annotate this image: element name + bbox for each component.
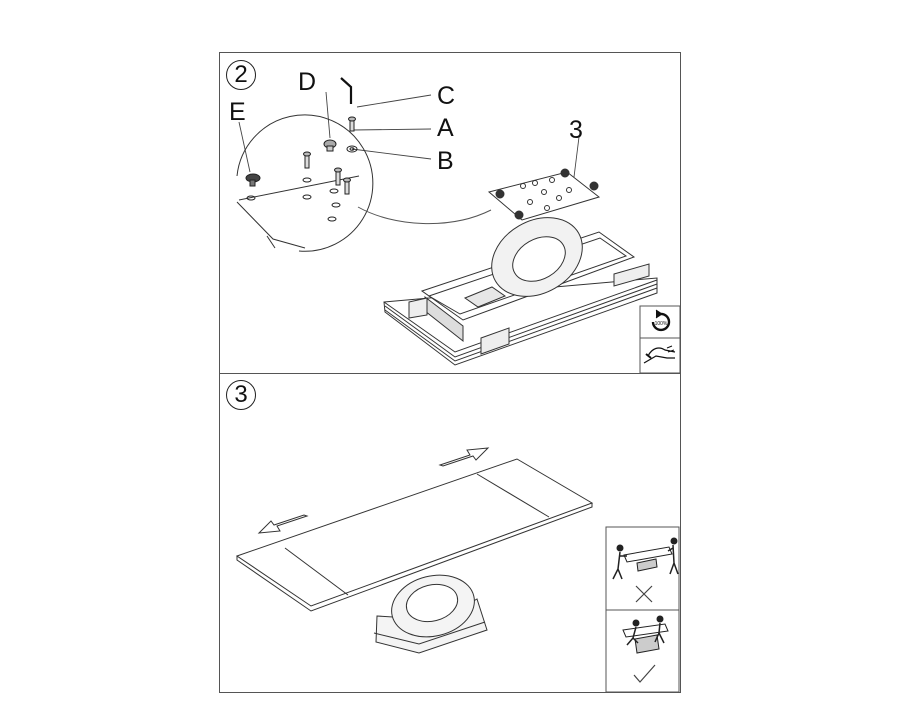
allen-key-icon: [340, 77, 353, 104]
callout-label-e: E: [229, 98, 246, 126]
check-mark-icon: [633, 664, 656, 683]
arrow-left-icon: [257, 514, 309, 534]
rotate-100-percent-icon: 100%: [651, 309, 671, 332]
lift-by-base-icon: [622, 615, 669, 654]
step-3-number: 3: [226, 380, 256, 410]
washer-icon: [346, 145, 358, 153]
cross-mark-icon: [635, 585, 653, 603]
hardware-detail: [245, 116, 358, 222]
step-3-panel: [219, 373, 681, 693]
callout-label-c: C: [437, 82, 456, 110]
zoom-detail-circle: [236, 114, 492, 252]
tool-hint-box: 100%: [639, 305, 681, 374]
lift-hint-box: [605, 526, 680, 693]
step-2-number: 2: [226, 60, 256, 90]
step-3-drawing: [235, 447, 680, 693]
extended-table: [235, 458, 594, 654]
hand-tighten-icon: [643, 345, 676, 364]
leader-lines: [238, 91, 580, 178]
lift-by-tabletop-icon: [612, 537, 679, 580]
callout-label-d: D: [298, 68, 317, 96]
callout-label-part-3: 3: [569, 116, 583, 144]
ring-base: [487, 168, 601, 297]
callout-label-a: A: [437, 114, 454, 142]
callout-label-b: B: [437, 147, 454, 175]
badge-text: 100%: [655, 321, 668, 327]
step-2-drawing: 100%: [236, 77, 681, 374]
arrow-right-icon: [438, 447, 490, 467]
